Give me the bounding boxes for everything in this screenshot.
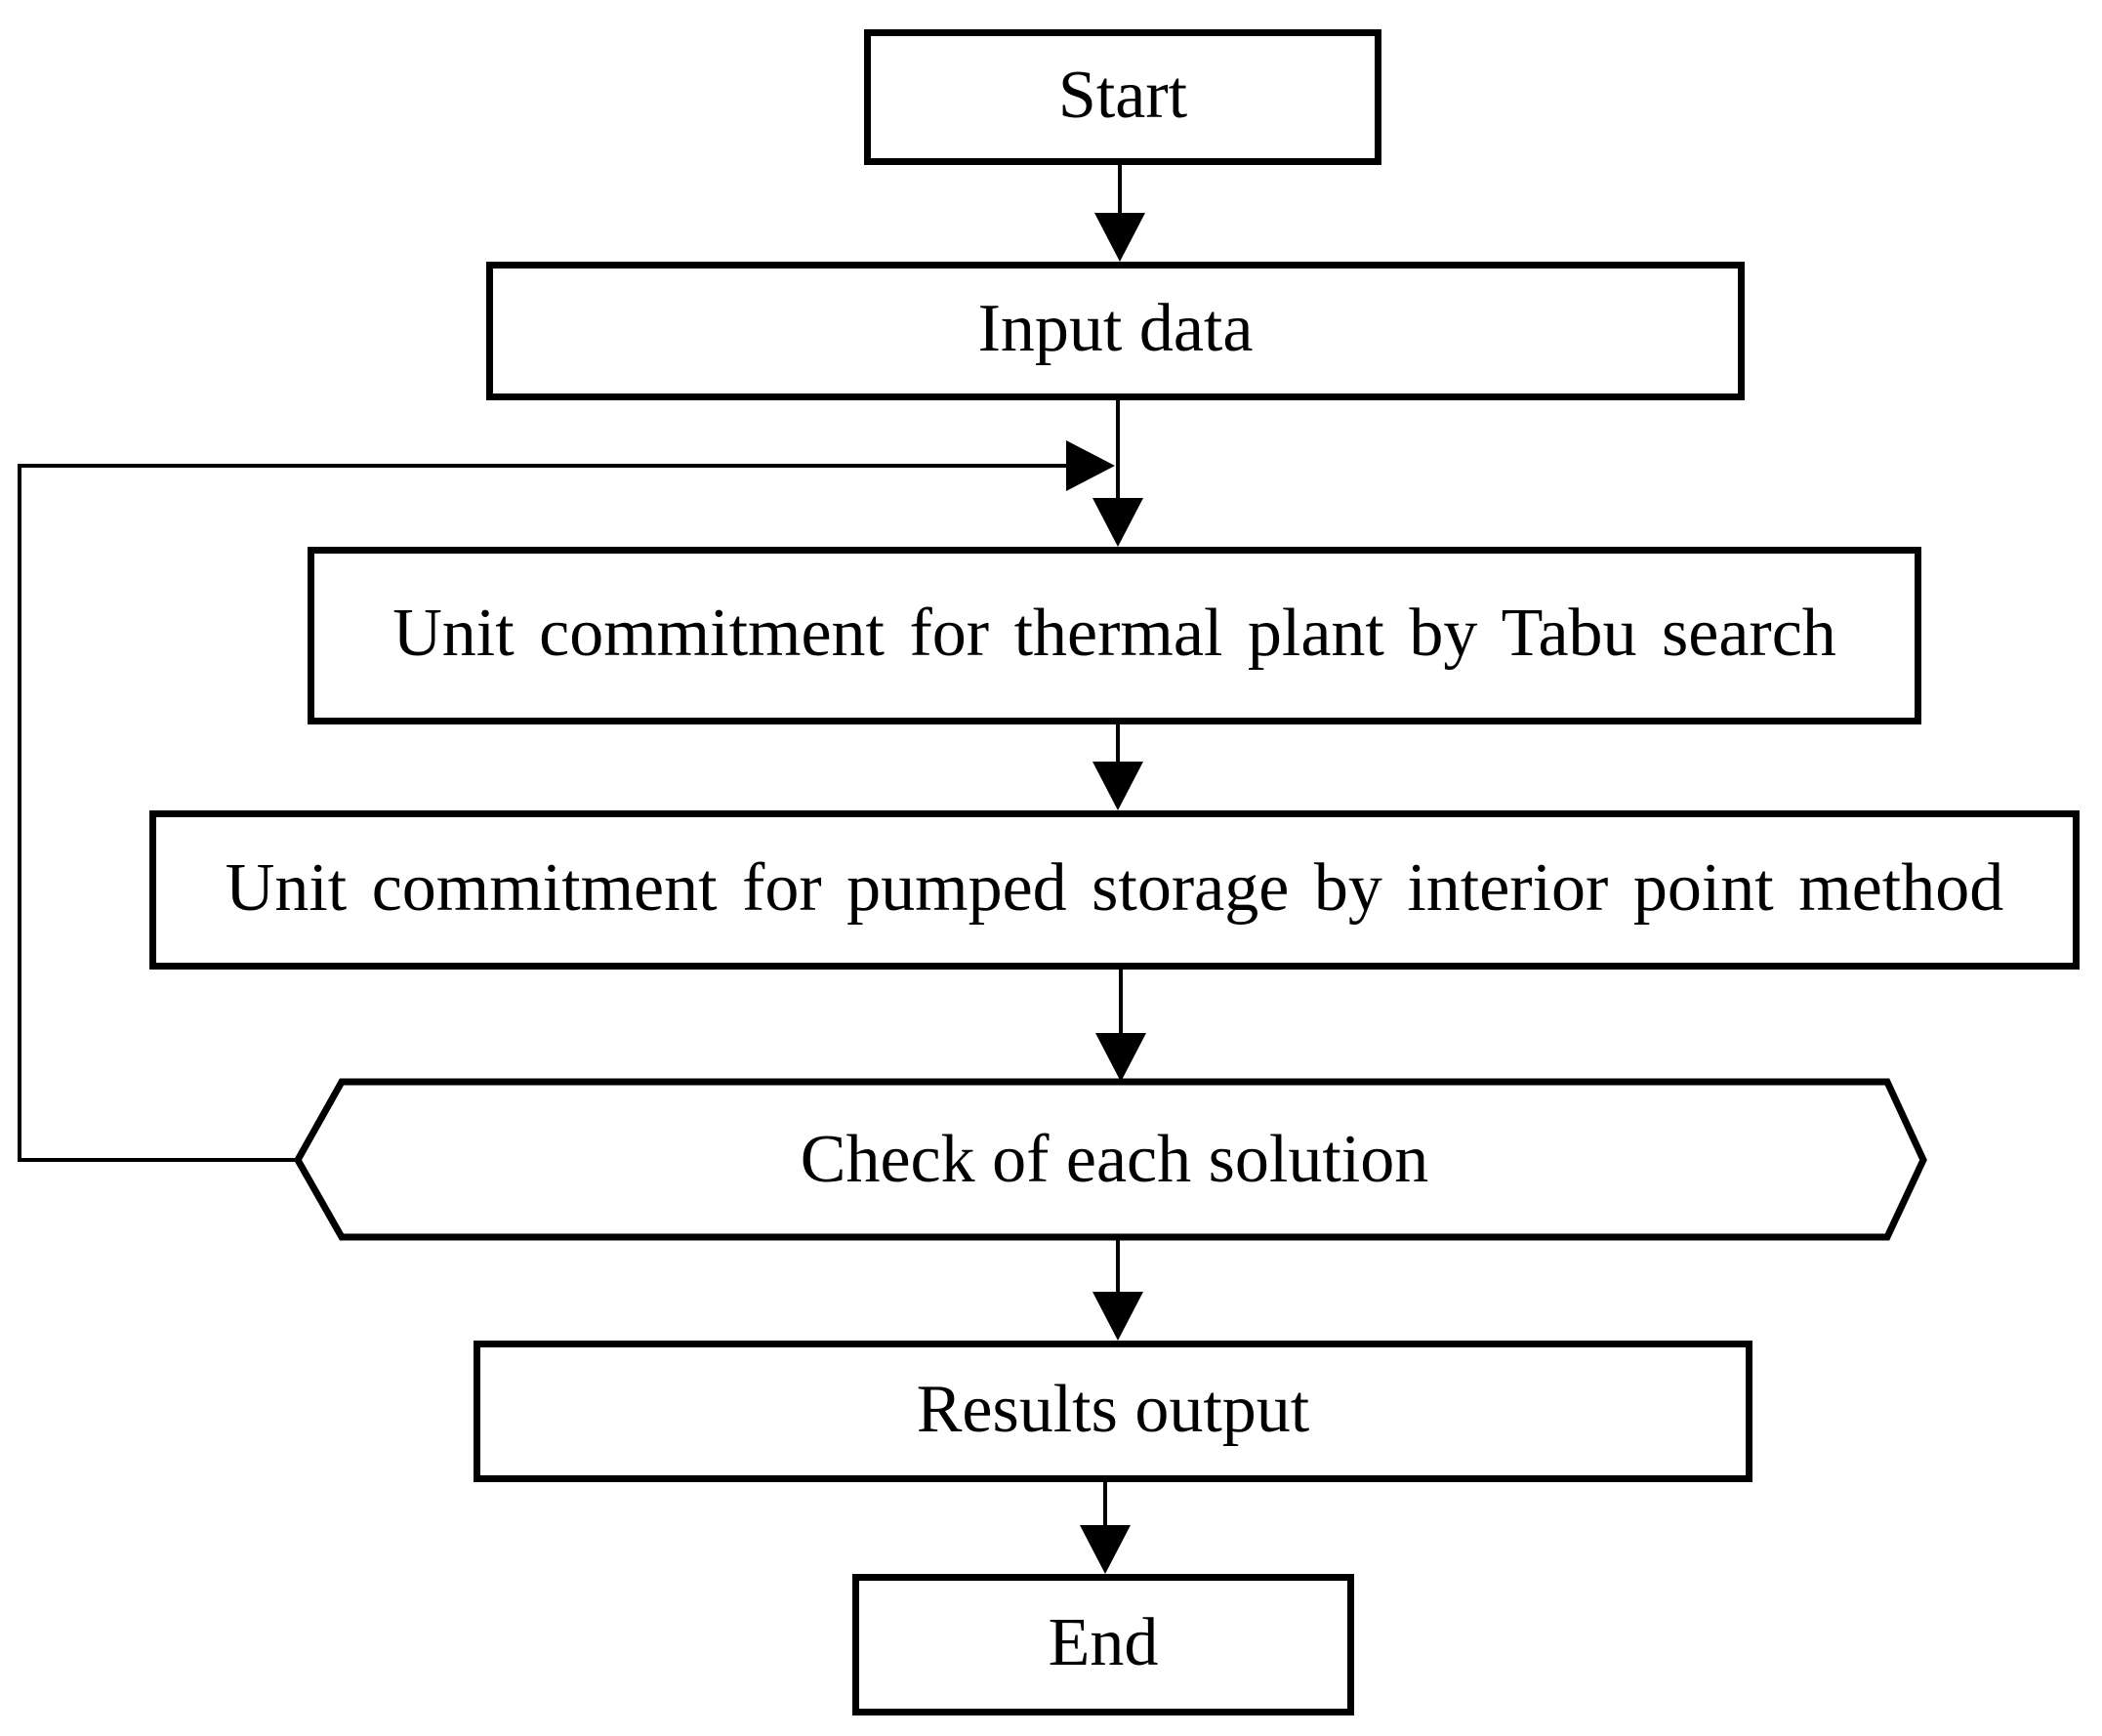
node-thermal-unit-commitment-label: Unit commitment for thermal plant by Tab… xyxy=(392,596,1836,671)
arrowhead-down-icon xyxy=(1092,1292,1143,1341)
node-check-solution-label: Check of each solution xyxy=(800,1121,1429,1197)
arrowhead-down-icon xyxy=(1092,762,1143,810)
edge-pumped-check xyxy=(1095,970,1146,1082)
node-start-label: Start xyxy=(1057,57,1188,133)
node-results-output-label: Results output xyxy=(916,1371,1310,1447)
edge-thermal-pumped xyxy=(1092,724,1143,810)
node-check-solution: Check of each solution xyxy=(342,1082,1887,1237)
node-input-data-label: Input data xyxy=(977,291,1254,366)
arrowhead-down-icon xyxy=(1080,1525,1131,1574)
arrowhead-down-icon xyxy=(1094,213,1145,262)
arrowhead-down-icon xyxy=(1092,498,1143,547)
edge-start-input xyxy=(1094,165,1145,262)
arrowhead-down-icon xyxy=(1095,1033,1146,1082)
node-input-data: Input data xyxy=(486,262,1745,400)
edge-check-results xyxy=(1092,1237,1143,1341)
node-end: End xyxy=(852,1574,1354,1715)
arrowhead-right-icon xyxy=(1066,440,1115,491)
node-pumped-storage-unit-commitment-label: Unit commitment for pumped storage by in… xyxy=(225,849,2004,926)
edge-results-end xyxy=(1080,1482,1131,1574)
edge-input-thermal xyxy=(1092,400,1143,547)
check-hexagon-shape xyxy=(293,1078,1927,1241)
edge-check-thermal-feedback-loop xyxy=(18,440,1115,1162)
node-pumped-storage-unit-commitment: Unit commitment for pumped storage by in… xyxy=(149,810,2080,970)
node-start: Start xyxy=(864,29,1381,165)
node-results-output: Results output xyxy=(474,1341,1752,1482)
node-thermal-unit-commitment: Unit commitment for thermal plant by Tab… xyxy=(308,547,1921,724)
node-end-label: End xyxy=(1048,1604,1159,1680)
